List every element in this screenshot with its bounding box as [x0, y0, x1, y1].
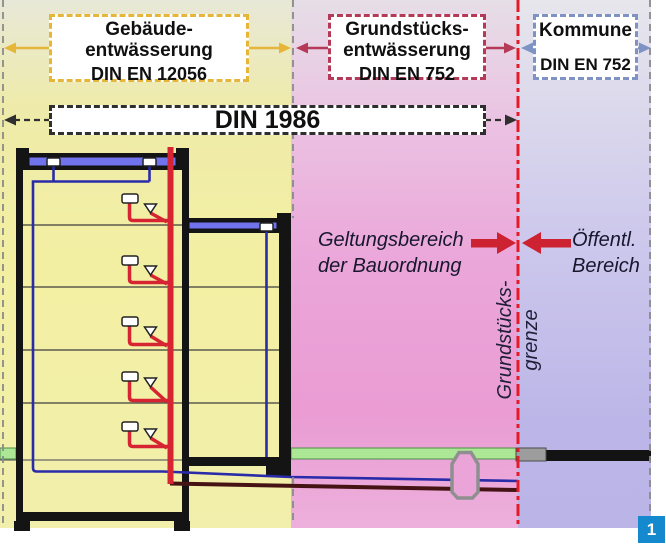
din1986-label: DIN 1986 [214, 106, 321, 134]
public-arrow-head [522, 232, 541, 254]
property-drainage-box: Grundstücks- entwässerung DIN EN 752 [328, 14, 486, 84]
building-right-wall [182, 153, 189, 522]
building-drainage-title-line1: Gebäude- [105, 19, 193, 40]
zone-property-drainage [291, 0, 518, 528]
building-cross-section [14, 148, 291, 531]
boundary-label-line2: grenze [520, 309, 542, 371]
property-drainage-title-line2: entwässerung [343, 40, 471, 61]
foundation-foot-right [174, 521, 190, 531]
municipality-standard: DIN EN 752 [540, 55, 631, 74]
roof-drain-symbol [259, 222, 274, 232]
annex-roof-slab [189, 218, 291, 222]
washbasin-symbol [121, 421, 139, 432]
din1986-box: DIN 1986 [49, 105, 486, 135]
floor-drain-symbol [143, 203, 158, 215]
scope-label-line2: der Bauordnung [318, 255, 462, 277]
annex-roof-bottom [189, 229, 281, 233]
sewer-connector [515, 447, 547, 462]
washbasin-symbol [121, 193, 139, 204]
floor-lines [23, 224, 279, 404]
roof-slab [16, 153, 189, 158]
roof-drain-symbol [142, 157, 157, 167]
fixture-symbols [46, 157, 274, 440]
property-drainage-span-arrows [296, 42, 516, 54]
zone-building-drainage [0, 0, 291, 528]
roof-slab-bottom [23, 166, 182, 170]
annex-right-wall [279, 233, 291, 476]
roof-parapet-left [16, 148, 29, 170]
building-drainage-box: Gebäude- entwässerung DIN EN 12056 [49, 14, 249, 84]
annex-floor-slab [189, 457, 291, 466]
rainwater-downpipe-and-collector [31, 180, 519, 483]
basement-slab [23, 512, 182, 521]
main-roof-band [28, 156, 177, 167]
rainwater-pipes [31, 166, 519, 483]
property-drainage-standard: DIN EN 752 [358, 64, 456, 84]
scope-arrow-shaft [471, 239, 497, 248]
washbasin-symbol [121, 255, 139, 266]
floor-drain-symbol [143, 326, 158, 338]
floor-drain-symbol [143, 265, 158, 277]
building-drainage-span-arrows [4, 42, 291, 54]
scope-label-line1: Geltungsbereich [318, 229, 464, 251]
municipality-span-arrows [521, 42, 651, 54]
floor-drain-symbol [143, 377, 158, 389]
municipality-title: Kommune [539, 20, 632, 41]
public-arrow-shaft [541, 239, 571, 248]
boundary-label-line1: Grundstücks- [494, 280, 516, 400]
building-drainage-standard: DIN EN 12056 [90, 64, 208, 84]
roof-parapet-right [176, 148, 189, 170]
annex-roof-band [188, 221, 278, 230]
floor-drain-symbol [143, 428, 158, 440]
property-drainage-title-line1: Grundstücks- [345, 19, 469, 40]
public-sewer-pipe [518, 450, 651, 461]
building-drainage-title-line2: entwässerung [85, 40, 213, 61]
building-left-wall [16, 153, 23, 522]
annex-parapet [277, 213, 291, 233]
inspection-chamber [450, 450, 480, 500]
din1986-span-arrows [4, 114, 517, 126]
scope-of-building-code-label: Geltungsbereich der Bauordnung [318, 227, 464, 279]
figure-number-badge: 1 [638, 516, 665, 543]
washbasin-symbol [121, 316, 139, 327]
public-area-label: Öffentl. Bereich [572, 227, 640, 279]
roof-drain-symbol [46, 157, 61, 167]
boundary-pointer-arrows [471, 232, 571, 254]
public-area-line1: Öffentl. [572, 229, 637, 251]
zone-municipality [518, 0, 651, 528]
foundation-foot-left [14, 521, 30, 531]
scope-arrow-head [497, 232, 516, 254]
public-area-line2: Bereich [572, 255, 640, 277]
property-boundary-label: Grundstücks- grenze [492, 275, 544, 405]
municipality-box: Kommune DIN EN 752 [533, 14, 638, 80]
figure-number: 1 [646, 519, 657, 539]
washbasin-symbol [121, 371, 139, 382]
annex-footing-block [266, 457, 291, 476]
branch-pipes [127, 203, 169, 450]
